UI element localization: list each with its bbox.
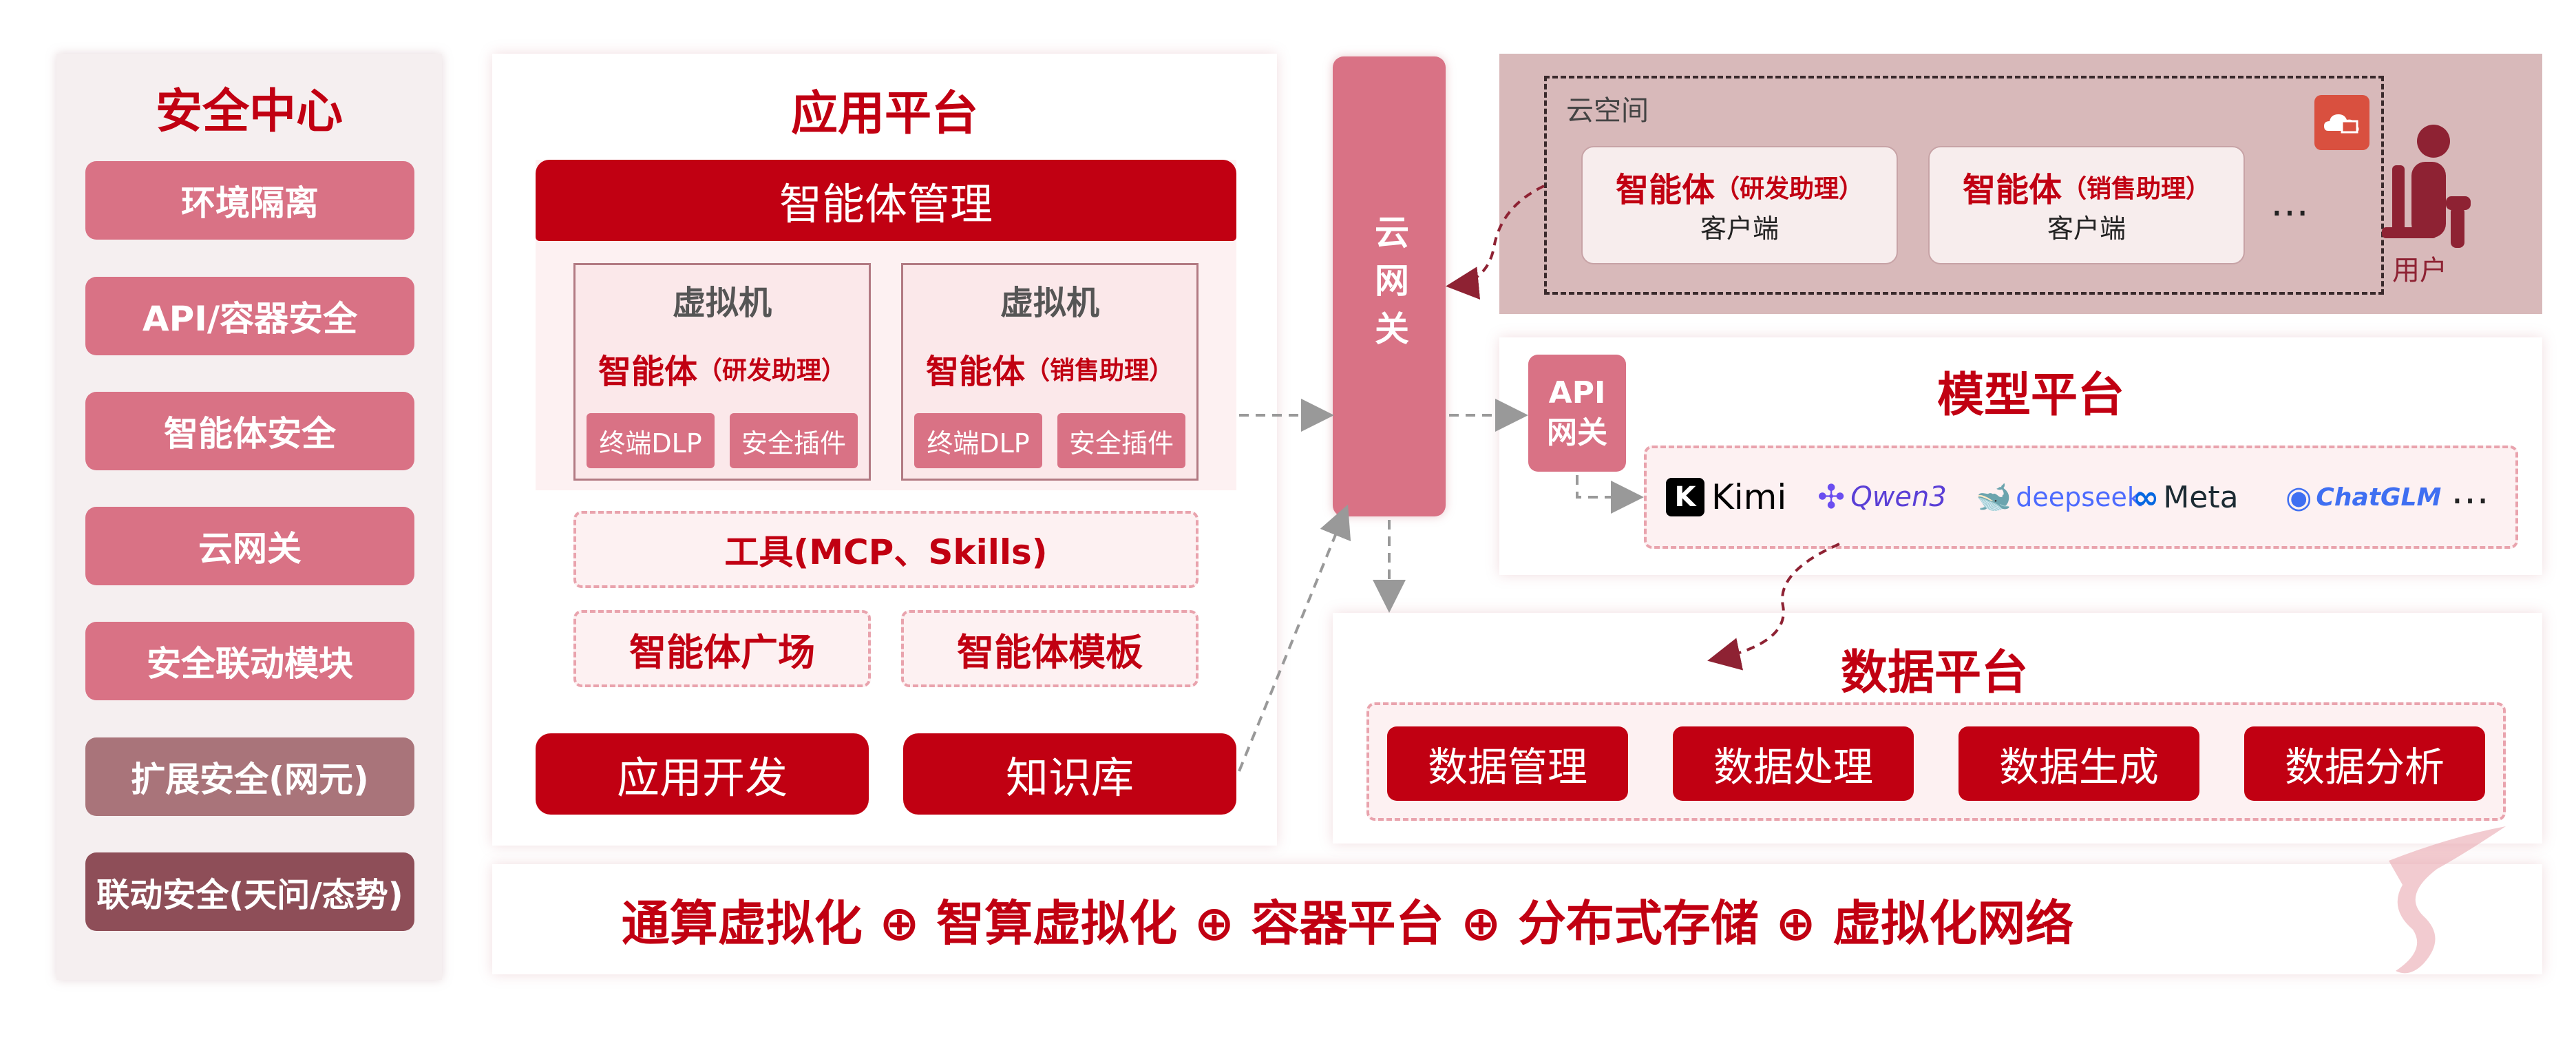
security-item-api-container[interactable]: API/容器安全 [85, 277, 414, 355]
cloud-app-icon [2314, 95, 2369, 150]
agent-role: （研发助理） [1715, 175, 1864, 203]
model-name: Qwen3 [1850, 481, 1947, 513]
model-qwen[interactable]: ✣ Qwen3 [1817, 475, 1955, 519]
client-card-sales[interactable] [1928, 146, 2245, 264]
infrastructure-text: 通算虚拟化 ⊕ 智算虚拟化 ⊕ 容器平台 ⊕ 分布式存储 ⊕ 虚拟化网络 [621, 894, 2074, 952]
model-chatglm[interactable]: ◉ ChatGLM [2285, 475, 2441, 519]
api-gateway-label: API网关 [1547, 375, 1607, 450]
infrastructure-bar [492, 864, 2542, 974]
vm-agent-label: 智能体（研发助理） [573, 344, 871, 392]
meta-logo-icon: ∞ [2133, 479, 2160, 516]
qwen-logo-icon: ✣ [1817, 478, 1846, 516]
model-name: deepseek [2016, 482, 2142, 512]
data-processing-button[interactable]: 数据处理 [1673, 726, 1914, 801]
model-name: Kimi [1711, 477, 1787, 517]
agent-role: （研发助理） [697, 357, 847, 385]
app-platform-title: 应用平台 [790, 86, 978, 141]
agent-name: 智能体 [925, 353, 1025, 391]
models-row [1644, 446, 2518, 549]
cloud-glyph-icon [2324, 114, 2359, 134]
cloud-space-title: 云空间 [1566, 95, 1649, 127]
agent-template[interactable]: 智能体模板 [901, 610, 1199, 687]
terminal-dlp-chip[interactable]: 终端DLP [914, 413, 1042, 468]
cloud-space-more: … [2270, 180, 2309, 225]
model-meta[interactable]: ∞ Meta [2133, 475, 2270, 519]
client-card-research[interactable] [1581, 146, 1898, 264]
client-agent-label: 智能体（销售助理） [1928, 163, 2245, 211]
deepseek-logo-icon: 🐋 [1976, 480, 2012, 514]
vm-agent-label: 智能体（销售助理） [901, 344, 1199, 392]
api-gateway-box[interactable]: API网关 [1528, 355, 1626, 472]
knowledge-base-button[interactable]: 知识库 [903, 733, 1236, 815]
cloud-space-dashed-box [1544, 76, 2384, 295]
security-item-cloud-gateway[interactable]: 云网关 [85, 507, 414, 585]
terminal-dlp-chip[interactable]: 终端DLP [587, 413, 715, 468]
agent-name: 智能体 [598, 353, 697, 391]
client-agent-label: 智能体（研发助理） [1581, 163, 1898, 211]
security-item-extended-security[interactable]: 扩展安全(网元) [85, 737, 414, 816]
agent-role: （销售助理） [1025, 357, 1174, 385]
client-label: 客户端 [1700, 213, 1779, 244]
kimi-logo-icon: K [1666, 478, 1704, 516]
vm-title: 虚拟机 [672, 284, 772, 322]
security-plugin-chip[interactable]: 安全插件 [1057, 413, 1185, 468]
data-management-button[interactable]: 数据管理 [1387, 726, 1628, 801]
agent-name: 智能体 [1615, 171, 1715, 209]
tools-mcp-skills[interactable]: 工具(MCP、Skills) [573, 511, 1199, 588]
security-item-linkage-security[interactable]: 联动安全(天问/态势) [85, 852, 414, 931]
cloud-gateway-bar[interactable]: 云网关 [1333, 56, 1446, 516]
user-label: 用户 [2392, 255, 2447, 286]
data-analysis-button[interactable]: 数据分析 [2244, 726, 2485, 801]
agent-name: 智能体 [1962, 171, 2062, 209]
chatglm-logo-icon: ◉ [2285, 479, 2312, 515]
model-name: Meta [2163, 479, 2239, 515]
model-name: ChatGLM [2316, 483, 2442, 512]
agent-role: （销售助理） [2062, 175, 2211, 203]
security-item-linkage-module[interactable]: 安全联动模块 [85, 622, 414, 700]
cloud-gateway-label: 云网关 [1369, 214, 1409, 359]
app-development-button[interactable]: 应用开发 [536, 733, 869, 815]
vm-title: 虚拟机 [1000, 284, 1099, 322]
model-deepseek[interactable]: 🐋 deepseek [1976, 475, 2142, 519]
security-item-env-isolation[interactable]: 环境隔离 [85, 161, 414, 240]
data-generation-button[interactable]: 数据生成 [1959, 726, 2199, 801]
models-more: … [2451, 468, 2489, 513]
model-kimi[interactable]: K Kimi [1666, 475, 1804, 519]
model-platform-title: 模型平台 [1936, 368, 2124, 423]
data-platform-title: 数据平台 [1840, 645, 2028, 700]
security-center-title: 安全中心 [155, 84, 343, 139]
client-label: 客户端 [2047, 213, 2126, 244]
agent-square[interactable]: 智能体广场 [573, 610, 871, 687]
security-item-agent-security[interactable]: 智能体安全 [85, 392, 414, 470]
agent-management-header[interactable]: 智能体管理 [536, 160, 1236, 241]
security-plugin-chip[interactable]: 安全插件 [730, 413, 858, 468]
